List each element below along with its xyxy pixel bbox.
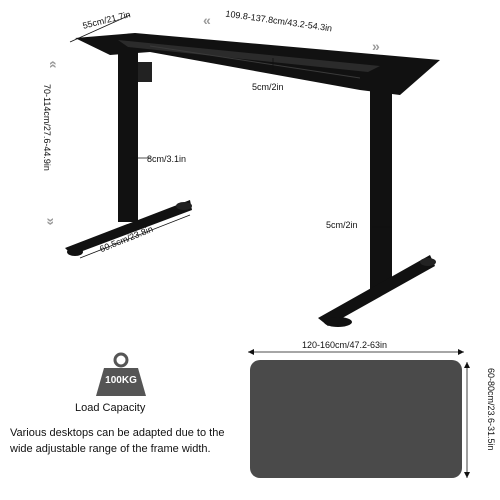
- width-right-chevron-icon: »: [372, 38, 380, 54]
- column-width-label: 8cm/3.1in: [147, 154, 187, 164]
- left-foot: [65, 200, 192, 255]
- desktop-board: [250, 360, 462, 478]
- right-column: [370, 90, 392, 290]
- adaptation-note: Various desktops can be adapted due to t…: [10, 427, 225, 455]
- weight-icon: [96, 352, 146, 396]
- load-capacity-caption: Load Capacity: [75, 402, 146, 414]
- desktop-width-label: 120-160cm/47.2-63in: [302, 340, 388, 350]
- desktop-depth-label: 60-80cm/23.6-31.5in: [486, 368, 496, 451]
- beam-gap-label: 5cm/2in: [252, 82, 284, 92]
- foot-gap-label: 5cm/2in: [326, 220, 358, 230]
- height-up-chevron-icon: »: [43, 63, 60, 69]
- height-down-chevron-icon: »: [43, 217, 60, 223]
- weight-label: 100KG: [105, 375, 137, 386]
- right-foot: [318, 255, 435, 326]
- height-range-label: 70-114cm/27.6-44.9in: [42, 84, 52, 171]
- left-column: [118, 52, 138, 222]
- width-left-chevron-icon: «: [203, 12, 211, 28]
